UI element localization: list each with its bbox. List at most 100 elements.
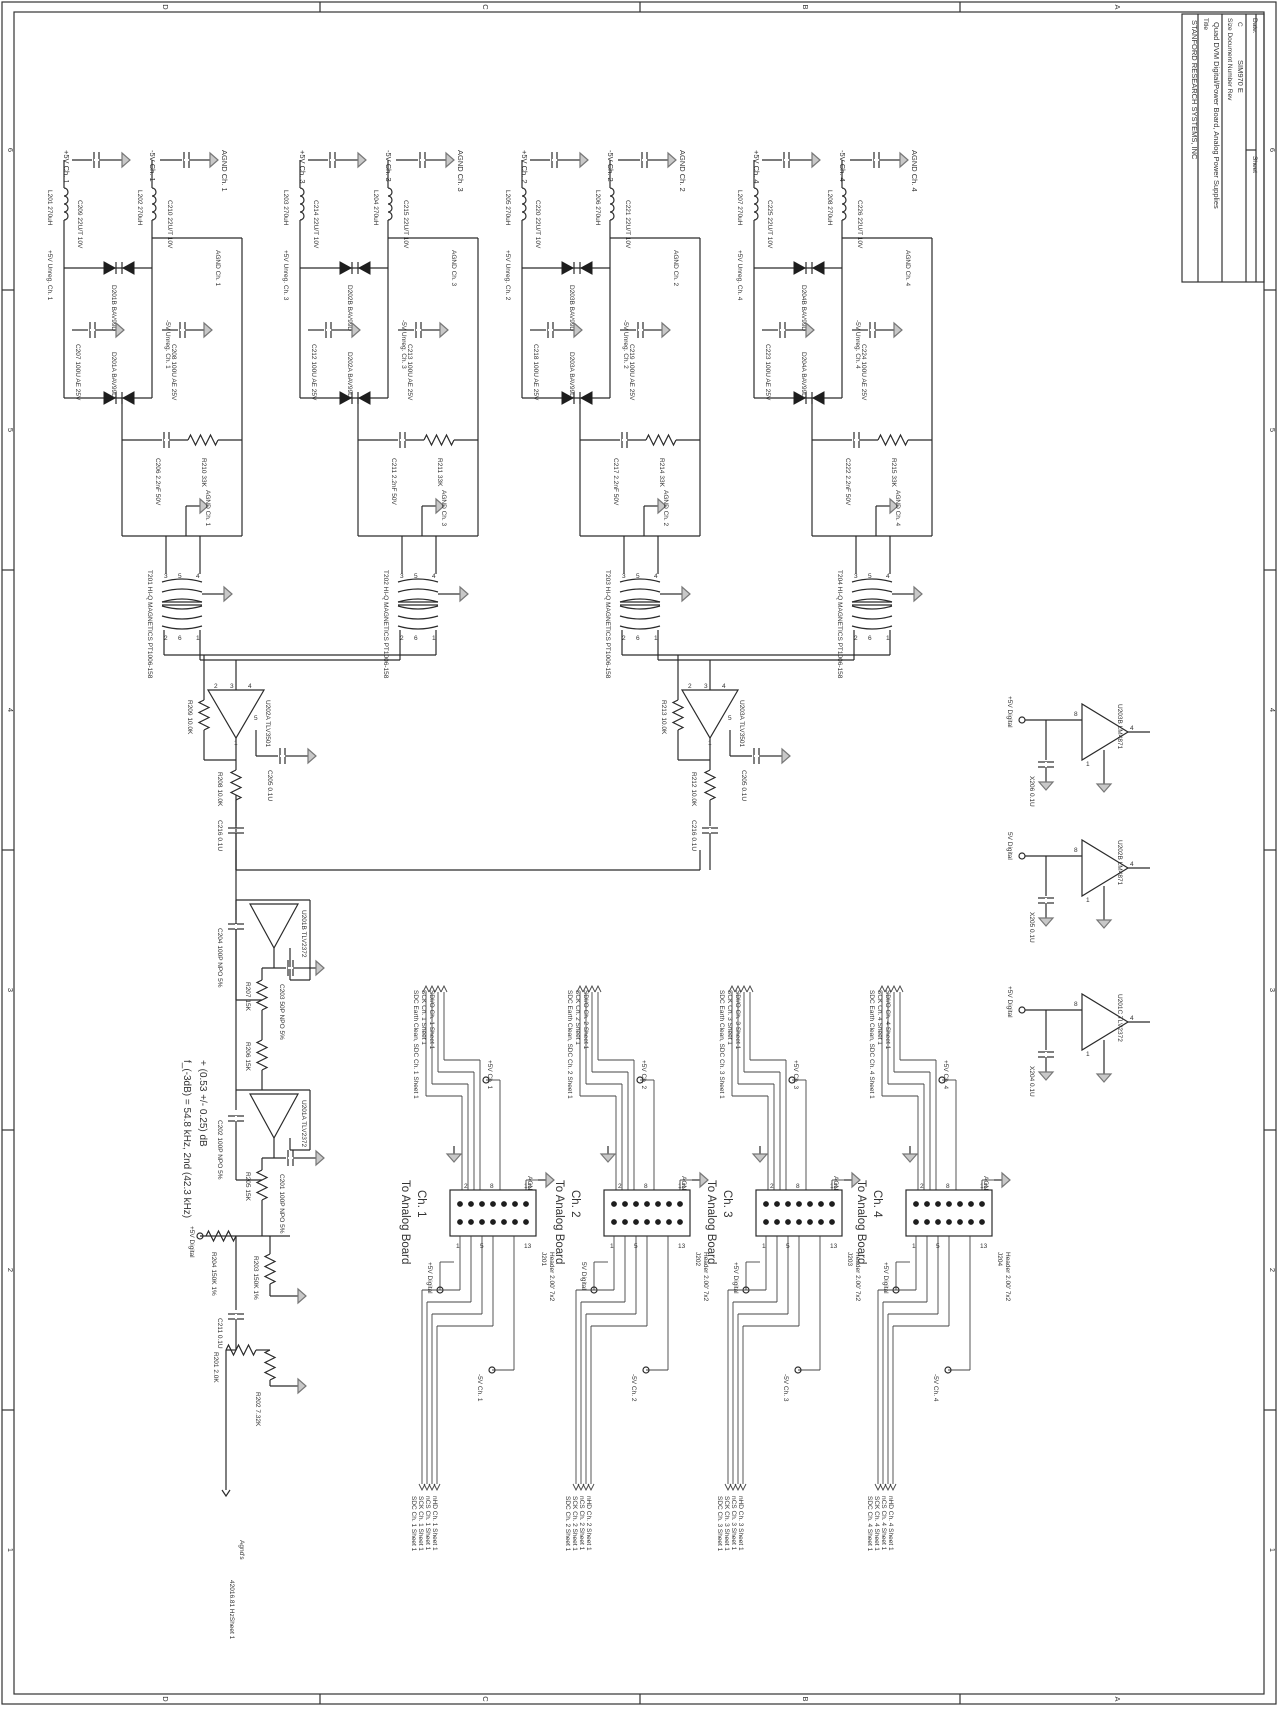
ground-icon	[203, 321, 213, 339]
capacitor-icon	[420, 159, 425, 161]
transformer-icon	[161, 578, 203, 630]
signal-label: SDC Ch. 1 Sheet 1	[410, 1496, 417, 1552]
header-body	[449, 1189, 537, 1237]
port-arrow-icon	[874, 1483, 882, 1492]
pin-number: 2	[770, 1183, 774, 1190]
ground-icon	[851, 1171, 861, 1189]
port-arrow-icon	[440, 984, 448, 993]
power-label: +5V Ch. 2	[640, 1060, 647, 1089]
pin-number: 5	[728, 715, 732, 722]
signal-label: nCS Ch. 1 Sheet 1	[424, 1496, 431, 1551]
resistor-label: R204 150K 1%	[210, 1252, 217, 1296]
inductor-icon	[609, 187, 615, 221]
filter-note: f_(-3dB) = 54.8 kHz, 2nd (42.3 kHz)	[181, 1060, 192, 1218]
transformer-winding	[397, 578, 439, 583]
ground-icon	[307, 747, 317, 765]
header-pin	[946, 1219, 952, 1225]
pin-number: 3	[704, 683, 708, 690]
signal-label: SDI/O Ch. 2 Sheet 1	[582, 990, 589, 1050]
pin-number: 13	[980, 1243, 988, 1250]
ground-icon	[315, 959, 325, 977]
header-pin	[785, 1201, 791, 1207]
title-company: STANFORD RESEARCH SYSTEMS, INC	[1190, 20, 1199, 160]
capacitor-icon	[780, 329, 785, 331]
power-label: 5V Digital	[1006, 832, 1013, 860]
resistor-icon	[263, 1349, 277, 1381]
diode-icon	[339, 391, 353, 405]
diode-icon	[339, 261, 353, 275]
port-arrow-icon	[582, 984, 590, 993]
header-pin	[924, 1201, 930, 1207]
capacitor-label: C207 100U AE 25V	[74, 344, 81, 401]
unreg-label: -5V Unreg. Ch. 4	[854, 320, 861, 369]
port-arrow-icon	[588, 984, 596, 993]
clock-filter-section: f_(-3dB) = 54.8 kHz, 2nd (42.3 kHz)+ (0.…	[181, 899, 325, 1640]
transformer-winding	[161, 588, 203, 593]
ground-icon	[357, 151, 367, 169]
ground-icon	[297, 1377, 307, 1395]
opamp-label: U201C TLV2372	[1116, 994, 1123, 1042]
opamp-icon	[1081, 992, 1130, 1052]
ground-icon	[657, 497, 667, 515]
capacitor-icon	[400, 439, 405, 441]
capacitor-icon	[1045, 762, 1047, 767]
capacitor-icon	[184, 159, 189, 161]
frame-letter: B	[801, 4, 810, 9]
transformer-pin: 6	[178, 635, 182, 642]
resistor-icon	[205, 1229, 237, 1243]
rail-label-agnd: AGND Ch. 2	[678, 150, 687, 192]
pin-number: 8	[1074, 847, 1078, 854]
header-pin	[666, 1201, 672, 1207]
ground-icon	[573, 321, 583, 339]
power-label: +5V Digital	[1006, 696, 1013, 728]
port-arrow-icon	[878, 984, 886, 993]
transformer-pin: 1	[196, 635, 200, 642]
transformer-pin: 2	[164, 635, 168, 642]
connector-title: To Analog Board	[553, 1180, 565, 1264]
ground-icon	[1095, 919, 1113, 929]
inductor-icon	[299, 187, 305, 221]
rail-label-agnd: AGND Ch. 3	[456, 150, 465, 192]
signal-label: SDC Earth Clean, SDC Ch. 2 Sheet 1	[566, 990, 573, 1099]
header-pin	[913, 1201, 919, 1207]
transformer-winding	[619, 578, 661, 583]
rail-label-agnd: AGND Ch. 4	[910, 150, 919, 192]
rail-label-pos: +5V Ch. 3	[298, 150, 307, 184]
agnd-label: AGND Ch. 4	[904, 250, 911, 287]
pin-number: 4	[1130, 725, 1134, 732]
capacitor-icon	[235, 1116, 237, 1121]
capacitor-icon	[90, 329, 95, 331]
header-body	[905, 1189, 993, 1237]
power-label: -5V Ch. 1	[476, 1374, 483, 1402]
ground-icon	[351, 321, 361, 339]
ground-icon	[751, 1153, 769, 1163]
power-terminal-icon	[196, 1232, 204, 1240]
header-pin	[479, 1219, 485, 1225]
power-label: +5V Digital	[426, 1262, 433, 1294]
diode-icon	[561, 391, 575, 405]
resistor-icon	[263, 1253, 277, 1285]
ground-icon	[699, 1171, 709, 1189]
clock-port-label: 42016.81 HzSheet 1	[228, 1580, 235, 1640]
transformer-pin: 3	[164, 573, 168, 580]
signal-label: SDC Earth Clean, SDC Ch. 3 Sheet 1	[718, 990, 725, 1099]
capacitor-label: C214 22U/T 10V	[312, 200, 319, 249]
capacitor-icon	[235, 1314, 237, 1319]
capacitor-icon	[642, 159, 647, 161]
ground-icon	[1037, 781, 1055, 791]
resistor-icon	[225, 1343, 257, 1357]
transformer-winding	[851, 578, 893, 583]
rail-label-agnd: AGND Ch. 1	[220, 150, 229, 192]
capacitor-label: C224 100U AE 25V	[860, 344, 867, 401]
header-pin	[644, 1201, 650, 1207]
ground-icon	[681, 585, 691, 603]
rail-label-pos: +5V Ch. 2	[520, 150, 529, 184]
signal-label: nHD Ch. 3 Sheet 1	[737, 1496, 744, 1551]
ground-icon	[1095, 1073, 1113, 1083]
pin-number: 2	[464, 1183, 468, 1190]
capacitor-label: C211 0.1U	[216, 1318, 223, 1349]
header-body	[755, 1189, 843, 1237]
capacitor-label: C205 0.1U	[740, 770, 747, 801]
signal-label: SDC Ch. 3 Sheet 1	[716, 1496, 723, 1552]
